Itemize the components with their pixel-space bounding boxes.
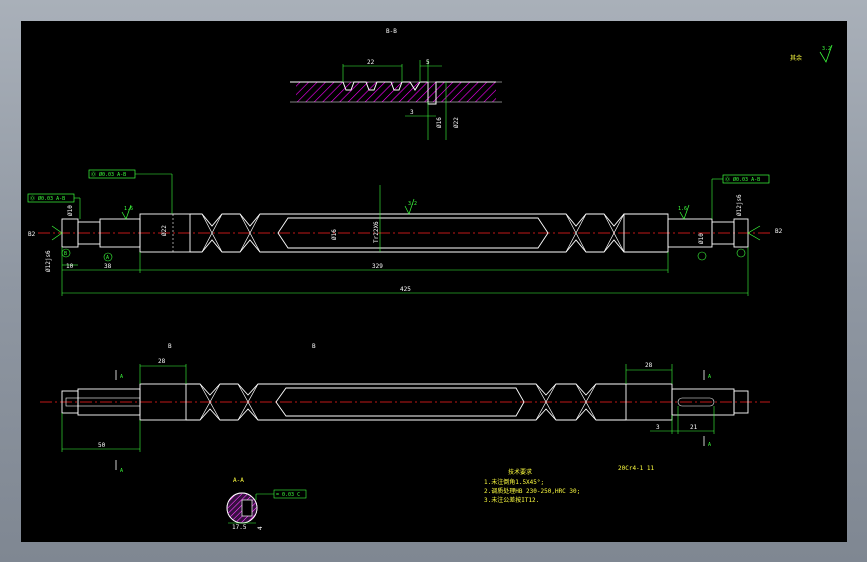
roughness-left: 1.6: [124, 206, 133, 212]
dim-len-329: 329: [372, 263, 383, 270]
roughness-mid-icon: [404, 198, 415, 215]
fcf-right: Ⓞ Ø0.03 A-B: [711, 174, 770, 219]
note-3: 3.未注公差按IT12.: [484, 496, 539, 504]
body-left-block: [139, 213, 191, 253]
section-aa-title: A-A: [233, 477, 244, 484]
fcf-mid: Ⓞ Ø0.03 A-B: [88, 169, 173, 214]
dim-right-bearing: Ø12js6: [736, 194, 743, 216]
section-mark-a-bottom-right: A: [708, 442, 711, 448]
svg-text:Ⓞ Ø0.03 A-B: Ⓞ Ø0.03 A-B: [91, 171, 126, 178]
section-bb-view: B-B 22 5 3 Ø16 Ø22: [290, 28, 502, 140]
section-aa-key: [241, 499, 253, 517]
dim-gap: 5: [426, 59, 430, 66]
dim-28-right: 28: [645, 362, 653, 369]
dim-22: 22: [367, 59, 375, 66]
lower-long-groove: [275, 387, 525, 417]
roughness-general-label: 其余: [790, 54, 802, 62]
section-bb-hatch: [296, 82, 496, 102]
svg-text:Ⓞ Ø0.03 A-B: Ⓞ Ø0.03 A-B: [30, 195, 65, 202]
note-2: 2.调质处理HB 230-250,HRC 30;: [484, 487, 580, 495]
front-view: B2 B2 Ⓞ Ø0.03 A-B Ⓞ Ø0.03 A-B Ⓞ Ø0.03 A-…: [27, 169, 783, 296]
section-mark-a-top-left: A: [120, 374, 123, 380]
section-aa-view: A-A = 0.03 C 4 17.5: [226, 477, 307, 531]
section-aa-width: 4: [257, 526, 264, 530]
groove-top-left: [190, 213, 278, 227]
datum-a-marker: [103, 252, 113, 262]
svg-text:A: A: [106, 255, 109, 261]
dim-left-bearing: Ø12js6: [45, 250, 52, 272]
section-bb-profile: [290, 81, 496, 105]
datum-c-marker: [697, 251, 707, 261]
roughness-general: 其余 3.2: [790, 44, 833, 63]
drawing-sheet: [21, 21, 847, 542]
note-1: 1.未注倒角1.5X45°;: [484, 478, 544, 486]
svg-text:B: B: [64, 251, 67, 257]
lower-label-b: B: [168, 343, 172, 350]
dim-left-small: Ø10: [67, 205, 74, 216]
roughness-left-icon: [121, 204, 132, 220]
dim-dia22: Ø22: [453, 117, 460, 128]
svg-text:Ⓞ Ø0.03 A-B: Ⓞ Ø0.03 A-B: [725, 176, 760, 183]
roughness-mid: 3.2: [408, 201, 417, 207]
lower-view: B B A A A A 28: [40, 343, 770, 474]
dim-3: 3: [656, 424, 660, 431]
section-aa-depth: 17.5: [232, 524, 247, 531]
groove-top-right: [548, 213, 668, 227]
dim-len-10: 10: [66, 263, 74, 270]
groove-bottom-right: [548, 239, 668, 253]
dim-body: Ø22: [161, 225, 168, 236]
tech-notes: 技术要求 1.未注倒角1.5X45°; 2.调质处理HB 230-250,HRC…: [484, 465, 655, 504]
roughness-right-icon: [679, 204, 690, 220]
notes-title: 技术要求: [508, 468, 532, 476]
roughness-right: 1.6: [678, 206, 687, 212]
dim-right-small: Ø10: [698, 233, 705, 244]
left-end-dim: B2: [28, 231, 36, 238]
svg-text:= 0.03 C: = 0.03 C: [276, 492, 300, 498]
lower-left-block: [139, 383, 187, 421]
dim-depth: 3: [410, 109, 414, 116]
section-bb-title: B-B: [386, 28, 397, 35]
dim-thread: Tr22X6: [373, 221, 380, 243]
right-center-hole-icon: [747, 225, 761, 241]
keyway: [677, 397, 715, 407]
dim-50: 50: [98, 442, 106, 449]
roughness-symbol-icon: [819, 44, 833, 63]
dim-dia16: Ø16: [436, 117, 443, 128]
dim-len-38: 38: [104, 263, 112, 270]
lower-label-b2: B: [312, 343, 316, 350]
section-mark-a-top-right: A: [708, 374, 711, 380]
datum-d-marker: [736, 248, 746, 258]
long-groove: [277, 217, 549, 249]
roughness-general-value: 3.2: [822, 46, 831, 52]
section-mark-a-bottom-left: A: [120, 468, 123, 474]
left-center-hole-icon: [51, 225, 63, 241]
dim-len-425: 425: [400, 286, 411, 293]
groove-bottom-left: [190, 239, 278, 253]
dim-28-left: 28: [158, 358, 166, 365]
dim-21: 21: [690, 424, 698, 431]
fcf-left: Ⓞ Ø0.03 A-B: [27, 193, 81, 219]
dim-groove: Ø16: [331, 229, 338, 240]
right-end-dim: B2: [775, 228, 783, 235]
part-code: 20Cr4-1 11: [618, 465, 655, 472]
